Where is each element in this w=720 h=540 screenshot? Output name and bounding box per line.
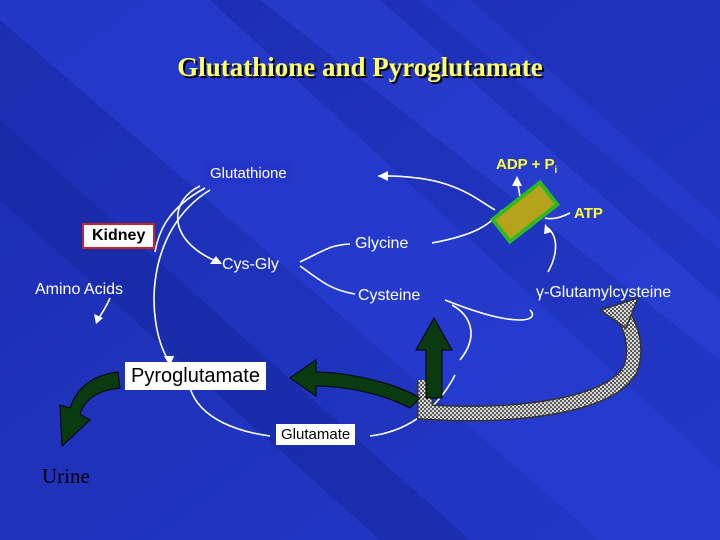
node-glutathione: Glutathione (204, 162, 293, 185)
arrow-glutathione-to-pyroglutamate (153, 189, 211, 361)
arrow-glutathione-to-kidney (154, 187, 206, 253)
node-glutamate: Glutamate (276, 424, 356, 445)
arrow-glutathione-to-cysgly (177, 185, 219, 263)
arrow-cysgly-to-glycine (299, 243, 351, 263)
arrowhead-pyroglutamate (164, 356, 174, 366)
arrow-glycine-to-enzyme (431, 209, 503, 244)
node-cys-gly: Cys-Gly (222, 256, 279, 273)
enzyme-rectangle (489, 179, 561, 245)
node-amino-acids: Amino Acids (35, 281, 124, 298)
node-atp: ATP (574, 205, 603, 222)
node-adp-pi: ADP + Pi (496, 156, 558, 176)
node-gamma-glutamylcysteine: γ-Glutamylcysteine (536, 284, 672, 301)
thick-arrow-to-pyroglutamate (289, 359, 421, 409)
arrowhead-amino (94, 314, 103, 324)
arrow-enzyme-to-glutathione (377, 175, 496, 211)
node-pyroglutamate: Pyroglutamate (125, 362, 266, 390)
arrow-pyroglutamate-to-glutamate (189, 387, 271, 437)
arrow-atp-to-enzyme (544, 212, 571, 220)
checkered-arrowhead (598, 296, 640, 330)
node-urine: Urine (42, 464, 90, 488)
arrowhead-adp (512, 176, 522, 186)
thick-arrow-to-urine (59, 371, 121, 448)
slide-title: Glutathione and Pyroglutamate (177, 52, 543, 82)
arrowhead-glutathione (378, 171, 388, 181)
arrow-glutamate-curve (451, 304, 472, 361)
node-glycine: Glycine (355, 235, 409, 252)
thick-arrow-to-cysteine (415, 316, 453, 399)
node-cysteine: Cysteine (358, 287, 421, 304)
node-kidney: Kidney (82, 223, 156, 249)
arrowhead-enzyme-ggc (544, 224, 552, 234)
arrow-cysteine-to-ggc (444, 299, 534, 321)
arrow-ggc-to-enzyme (547, 227, 557, 273)
arrowhead-cysgly (210, 256, 222, 264)
arrow-cysgly-to-cysteine (299, 265, 356, 295)
